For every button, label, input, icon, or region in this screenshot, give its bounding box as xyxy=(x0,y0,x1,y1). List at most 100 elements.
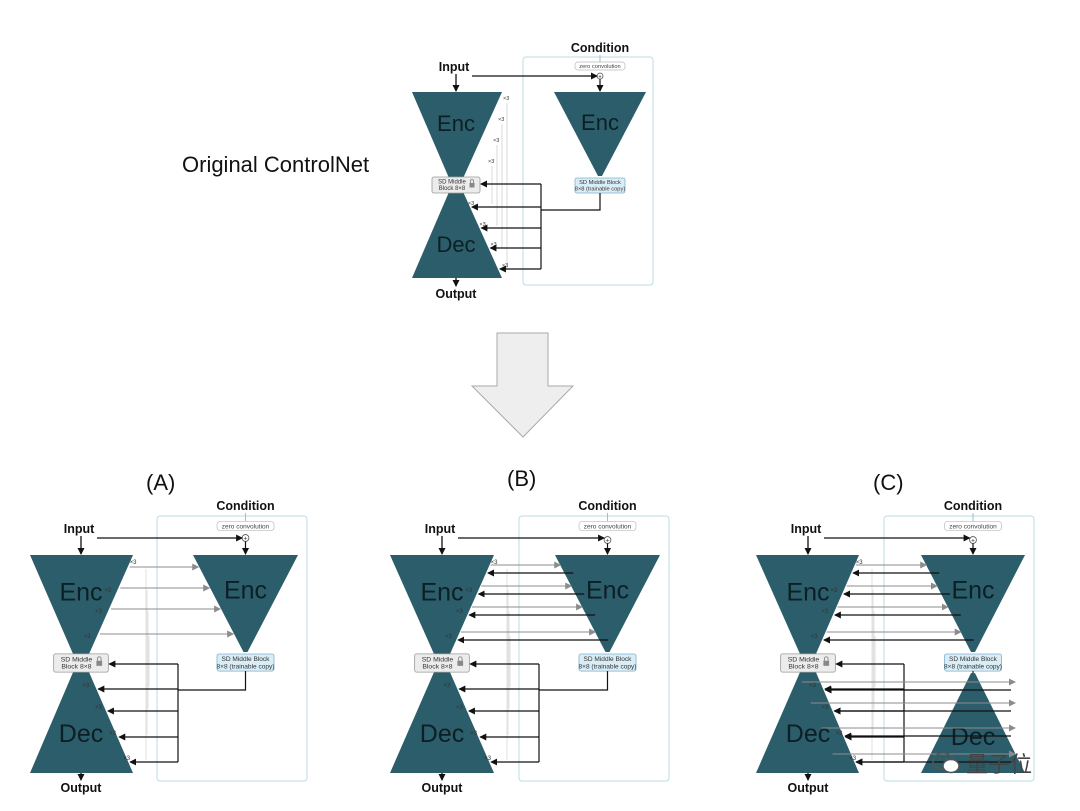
decoder-block xyxy=(756,663,859,773)
decoder-multiplier: ×3 xyxy=(468,201,474,207)
lock-icon xyxy=(96,656,102,661)
trainable-copy-frame xyxy=(522,56,654,286)
decoder-multiplier: ×3 xyxy=(809,683,817,689)
trainable-copy-frame xyxy=(883,515,1035,782)
panel-b-label: (B) xyxy=(507,466,537,491)
copy-enc-label: Enc xyxy=(224,577,267,605)
dec-label: Dec xyxy=(786,720,830,748)
encoder-block xyxy=(30,555,133,663)
copy-encoder-block xyxy=(554,92,646,176)
input-label: Input xyxy=(64,522,95,536)
dec-label: Dec xyxy=(420,720,464,748)
sd-middle-copy-text: 8×8 (trainable copy) xyxy=(217,663,275,670)
sd-middle-copy-text: SD Middle Block xyxy=(584,656,633,663)
encoder-block xyxy=(756,555,859,663)
input-label: Input xyxy=(439,60,470,74)
sd-middle-text: Block 8×8 xyxy=(422,664,452,671)
lock-icon xyxy=(457,656,463,661)
encoder-multiplier: ×3 xyxy=(856,560,864,566)
copy-decoder-block xyxy=(921,673,1025,773)
copy-encoder-block xyxy=(193,555,298,652)
decoder-multiplier: ×3 xyxy=(123,756,131,762)
decoder-multiplier: ×3 xyxy=(470,731,478,737)
sd-middle-text: Block 8×8 xyxy=(61,664,91,671)
zero-convolution-box xyxy=(944,521,1002,531)
condition-label: Condition xyxy=(944,499,1002,513)
add-sign: + xyxy=(971,538,975,545)
decoder-multiplier: ×3 xyxy=(95,705,103,711)
decoder-multiplier: ×3 xyxy=(490,242,496,248)
encoder-multiplier: ×3 xyxy=(104,588,112,594)
skip-multiplier: ×3 xyxy=(493,138,499,144)
encoder-multiplier: ×3 xyxy=(822,609,830,615)
decoder-multiplier: ×3 xyxy=(502,263,508,269)
sd-middle-copy-text: 8×8 (trainable copy) xyxy=(575,187,626,193)
condition-label: Condition xyxy=(216,499,274,513)
encoder-multiplier: ×3 xyxy=(811,634,819,640)
encoder-multiplier: ×3 xyxy=(84,634,92,640)
encoder-multiplier: ×3 xyxy=(456,609,464,615)
encoder-block xyxy=(390,555,494,663)
control-path xyxy=(904,671,974,691)
skip-multiplier: ×3 xyxy=(503,96,509,102)
sd-middle-copy-text: SD Middle Block xyxy=(949,656,998,663)
sd-middle-copy-text: SD Middle Block xyxy=(222,656,271,663)
copy-encoder-block xyxy=(921,555,1025,652)
zero-convolution-box xyxy=(578,521,637,531)
encoder-multiplier: ×3 xyxy=(491,560,499,566)
lock-icon xyxy=(469,183,475,188)
panel-a-label: (A) xyxy=(146,470,176,495)
decoder-block xyxy=(30,663,133,773)
sd-middle-copy-text: SD Middle Block xyxy=(579,180,621,186)
copy-enc-label: Enc xyxy=(586,577,629,605)
zero-convolution-box xyxy=(216,521,275,531)
copy-enc-label: Enc xyxy=(581,110,619,135)
sd-middle-text: SD Middle xyxy=(61,656,93,663)
watermark-text: 量子位 xyxy=(966,753,1033,778)
decoder-multiplier: ×3 xyxy=(456,705,464,711)
sd-middle-text: SD Middle xyxy=(422,656,454,663)
add-sign: + xyxy=(606,538,610,545)
control-path xyxy=(178,671,247,691)
decoder-multiplier: ×3 xyxy=(484,756,492,762)
encoder-multiplier: ×3 xyxy=(465,588,473,594)
dec-label: Dec xyxy=(59,720,103,748)
enc-label: Enc xyxy=(420,578,463,606)
encoder-multiplier: ×3 xyxy=(445,634,453,640)
output-label: Output xyxy=(61,781,103,795)
watermark: 量子位 xyxy=(932,744,1052,782)
copy-encoder-block xyxy=(555,555,660,652)
output-label: Output xyxy=(422,781,464,795)
copy-enc-label: Enc xyxy=(951,577,994,605)
decoder-multiplier: ×3 xyxy=(109,731,117,737)
wechat-icon xyxy=(932,752,960,774)
decoder-multiplier: ×3 xyxy=(849,756,857,762)
skip-multiplier: ×3 xyxy=(488,159,494,165)
trainable-copy-frame xyxy=(518,515,670,782)
transition-arrow xyxy=(470,332,575,438)
decoder-block xyxy=(390,663,494,773)
encoder-block xyxy=(412,92,502,185)
dec-label: Dec xyxy=(436,232,475,257)
input-label: Input xyxy=(791,522,822,536)
decoder-multiplier: ×3 xyxy=(443,683,451,689)
lock-icon xyxy=(457,660,464,666)
decoder-multiplier: ×3 xyxy=(82,683,90,689)
original-controlnet-title: Original ControlNet xyxy=(182,152,370,177)
sd-middle-text: SD Middle xyxy=(788,656,820,663)
control-path xyxy=(541,193,601,211)
encoder-multiplier: ×3 xyxy=(831,588,839,594)
decoder-multiplier: ×3 xyxy=(822,705,830,711)
zero-convolution-text: zero convolution xyxy=(579,64,620,70)
sd-middle-text: SD Middle xyxy=(438,180,466,186)
encoder-multiplier: ×3 xyxy=(130,560,138,566)
sd-middle-copy-text: 8×8 (trainable copy) xyxy=(944,663,1002,670)
enc-label: Enc xyxy=(786,578,829,606)
zero-convolution-box xyxy=(574,61,626,71)
lock-icon xyxy=(469,179,475,183)
panel-c-label: (C) xyxy=(873,470,904,495)
